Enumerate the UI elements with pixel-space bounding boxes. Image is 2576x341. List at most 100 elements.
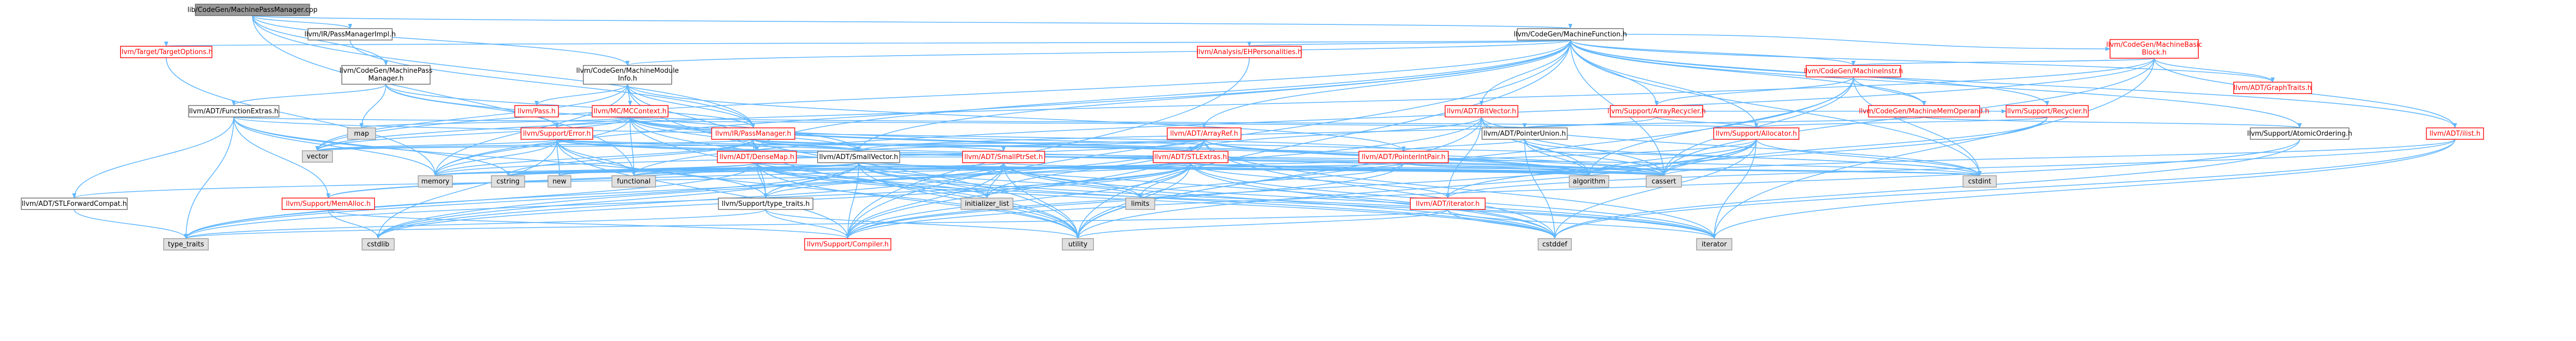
node-label: llvm/ADT/STLForwardCompat.h <box>22 200 127 208</box>
node-pointerunion[interactable]: llvm/ADT/PointerUnion.h <box>1481 127 1568 140</box>
node-supporterror[interactable]: llvm/Support/Error.h <box>520 127 593 140</box>
node-arrayref[interactable]: llvm/ADT/ArrayRef.h <box>1167 127 1242 140</box>
node-label: algorithm <box>1573 178 1606 186</box>
node-label: new <box>553 178 567 186</box>
node-box <box>195 4 310 16</box>
node-label: llvm/Target/TargetOptions.h <box>119 48 212 56</box>
edge-machinememoperand-to-atomicordering <box>1924 116 2302 128</box>
node-memalloc[interactable]: llvm/Support/MemAlloc.h <box>282 198 375 210</box>
node-passmanagerimpl[interactable]: llvm/IR/PassManagerImpl.h <box>304 28 396 41</box>
edge-allocator-to-cstddef <box>1553 139 1757 239</box>
edge-machinefunction-to-machinebasicblock <box>1623 34 2111 51</box>
node-densemap[interactable]: llvm/ADT/DenseMap.h <box>717 151 797 163</box>
edge-functionextras-to-type_traits <box>184 116 234 239</box>
edge-memalloc-to-compiler <box>328 209 850 239</box>
node-stlextras[interactable]: llvm/ADT/STLExtras.h <box>1153 151 1229 163</box>
node-box <box>1569 175 1609 188</box>
node-label: llvm/ADT/SmallVector.h <box>819 153 898 161</box>
node-label: llvm/ADT/iterator.h <box>1416 200 1480 208</box>
edge-root-to-machinemoduleinfo <box>252 15 630 66</box>
node-typetraits[interactable]: llvm/Support/type_traits.h <box>718 198 813 210</box>
node-label: llvm/IR/PassManager.h <box>715 130 791 138</box>
node-compiler[interactable]: llvm/Support/Compiler.h <box>804 238 891 251</box>
node-label: llvm/Support/type_traits.h <box>722 200 810 208</box>
node-root[interactable]: lib/CodeGen/MachinePassManager.cpp <box>188 4 318 16</box>
node-label: llvm/ADT/DenseMap.h <box>719 153 794 161</box>
edge-allocator-to-compiler <box>846 139 1757 239</box>
edge-bitvector-to-iterator_h <box>1446 116 1482 199</box>
edge-stlextras-to-type_traits <box>184 162 1191 239</box>
edge-supporterror-to-cstdlib <box>376 139 557 239</box>
edge-stlextras-to-cstddef <box>1190 162 1557 239</box>
node-box <box>583 65 672 85</box>
edge-machinefunction-to-machineinstr <box>1570 40 1856 66</box>
node-arrayrecycler[interactable]: llvm/Support/ArrayRecycler.h <box>1607 105 1706 117</box>
node-label: llvm/IR/PassManagerImpl.h <box>304 31 396 38</box>
edge-functionextras-to-pointerunion <box>233 116 1526 128</box>
edge-smallvector-to-limits <box>858 162 1142 199</box>
node-pointerintpair[interactable]: llvm/ADT/PointerIntPair.h <box>1358 151 1449 163</box>
node-stlforwardcompat[interactable]: llvm/ADT/STLForwardCompat.h <box>21 198 128 210</box>
edge-machinefunction-to-atomicordering <box>1570 40 2302 128</box>
node-label: llvm/ADT/PointerIntPair.h <box>1362 153 1445 161</box>
edge-functionextras-to-pointerintpair <box>233 116 1406 152</box>
node-irpassmanager[interactable]: llvm/IR/PassManager.h <box>711 127 795 140</box>
node-label: map <box>354 130 369 138</box>
node-targetoptions[interactable]: llvm/Target/TargetOptions.h <box>119 46 213 58</box>
node-box <box>611 175 656 188</box>
node-recycler[interactable]: llvm/Support/Recycler.h <box>2006 105 2089 117</box>
edge-pointerunion-to-cstddef <box>1524 139 1557 239</box>
node-atomicordering[interactable]: llvm/Support/AtomicOrdering.h <box>2247 127 2352 140</box>
node-ehpersonalities[interactable]: llvm/Analysis/EHPersonalities.h <box>1197 46 1302 58</box>
node-smallvector[interactable]: llvm/ADT/SmallVector.h <box>817 151 900 163</box>
edge-passmanagerimpl-to-irpassmanager <box>350 40 755 128</box>
edge-irpassmanager-to-smallptrset <box>753 139 1006 152</box>
node-type_traits: type_traits <box>163 238 209 251</box>
edge-recycler-to-cassert <box>1662 116 2048 176</box>
node-machinepassmanager[interactable]: llvm/CodeGen/MachinePassManager.h <box>339 65 433 85</box>
node-box <box>302 150 333 163</box>
node-label: Block.h <box>2142 49 2167 57</box>
edge-bitvector-to-algorithm <box>1481 116 1591 176</box>
node-passh[interactable]: llvm/Pass.h <box>514 105 559 117</box>
node-label: llvm/Support/Compiler.h <box>807 241 888 248</box>
edge-mccontext-to-allocator <box>630 116 1758 128</box>
edge-functionextras-to-cstring <box>233 116 510 176</box>
edge-functionextras-to-memory <box>233 116 437 176</box>
node-mccontext[interactable]: llvm/MC/MCContext.h <box>592 105 669 117</box>
node-box <box>1646 175 1682 188</box>
node-box <box>1610 105 1703 117</box>
edge-arrayref-to-iterator <box>1204 139 1716 239</box>
edge-root-to-machinefunction <box>252 15 1572 29</box>
node-smallptrset[interactable]: llvm/ADT/SmallPtrSet.h <box>962 151 1045 163</box>
edge-smallptrset-to-utility <box>1003 162 1080 239</box>
node-allocator[interactable]: llvm/Support/Allocator.h <box>1713 127 1799 140</box>
node-box <box>804 238 891 251</box>
node-ilist[interactable]: llvm/ADT/ilist.h <box>2426 127 2484 140</box>
node-box <box>1481 127 1568 140</box>
edge-stlextras-to-compiler <box>846 162 1191 239</box>
node-machineinstr[interactable]: llvm/CodeGen/MachineInstr.h <box>1804 65 1903 77</box>
node-label: limits <box>1131 200 1150 208</box>
node-box <box>1963 175 1997 188</box>
node-bitvector[interactable]: llvm/ADT/BitVector.h <box>1445 105 1518 117</box>
node-machinefunction[interactable]: llvm/CodeGen/MachineFunction.h <box>1514 28 1627 41</box>
node-iterator_h[interactable]: llvm/ADT/iterator.h <box>1410 198 1486 210</box>
node-graphtraits[interactable]: llvm/ADT/GraphTraits.h <box>2233 82 2312 94</box>
edge-stlextras-to-iterator_h <box>1190 162 1450 199</box>
node-algorithm: algorithm <box>1569 175 1609 188</box>
node-machinememoperand[interactable]: llvm/CodeGen/MachineMemOperand.h <box>1859 105 1990 117</box>
edge-irpassmanager-to-stlextras <box>753 139 1193 152</box>
node-functional: functional <box>611 175 656 188</box>
node-label: llvm/CodeGen/MachineInstr.h <box>1804 68 1903 75</box>
node-box <box>188 105 279 117</box>
edge-iterator_h-to-iterator <box>1447 209 1716 239</box>
node-box <box>1125 198 1155 210</box>
node-box <box>817 151 900 163</box>
edge-machinepassmanager-to-supporterror <box>385 84 559 128</box>
edge-smallptrset-to-cstddef <box>1003 162 1557 239</box>
node-functionextras[interactable]: llvm/ADT/FunctionExtras.h <box>188 105 279 117</box>
